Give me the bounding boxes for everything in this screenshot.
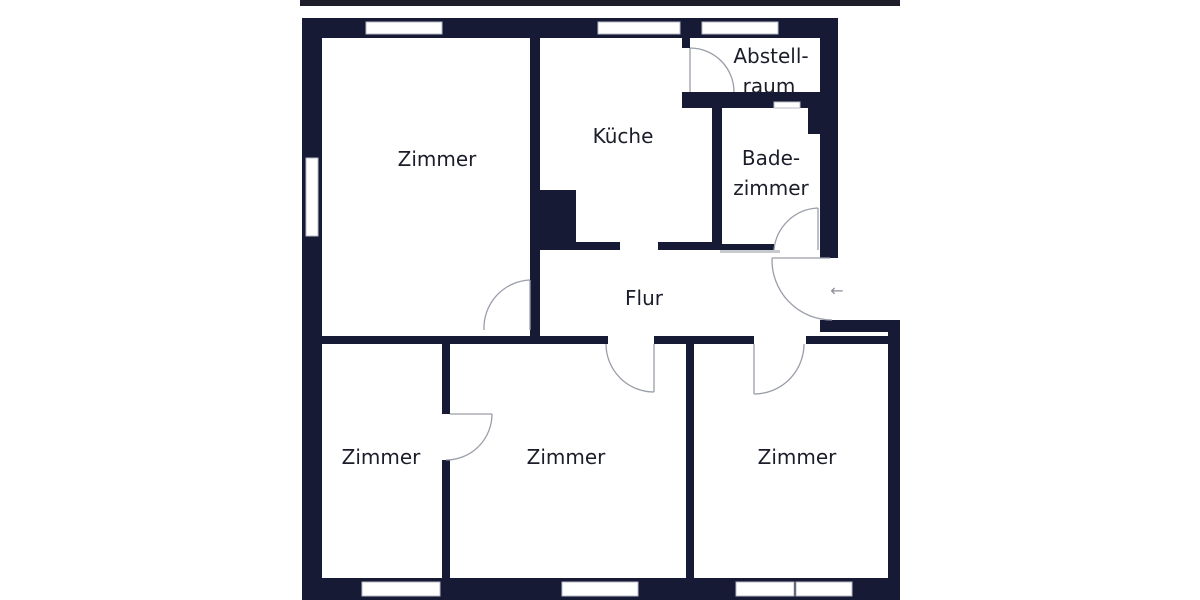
wall-bad-bottom [720, 244, 774, 250]
door-zimmer-bottom-middle [605, 343, 655, 393]
wall-mid-center [654, 336, 754, 344]
label-flur: Flur [625, 286, 664, 310]
window-bottom-left [361, 581, 441, 597]
wall-zimmer-kueche [530, 38, 540, 338]
windows [305, 21, 853, 597]
room-labels: Zimmer Küche Abstell- raum Bade- zimmer … [342, 44, 838, 469]
window-top-kueche [597, 21, 681, 35]
door-entrance [771, 257, 833, 321]
label-badezimmer-2: zimmer [733, 176, 809, 200]
label-zimmer-bottom-left: Zimmer [342, 445, 422, 469]
door-zimmer-bottom-right [753, 343, 805, 395]
label-zimmer-bottom-middle: Zimmer [527, 445, 607, 469]
window-bottom-right-a [735, 581, 795, 597]
outer-wall-left [302, 18, 322, 600]
wall-kueche-bottom-left [540, 242, 620, 250]
door-badezimmer [773, 207, 819, 251]
wall-kueche-bad [712, 108, 722, 250]
outer-wall-right-upper [820, 18, 838, 108]
wall-kueche-bottom-right [658, 242, 720, 250]
window-top-abstell [701, 21, 779, 35]
wall-mid-right [806, 336, 890, 344]
window-top-zimmer [365, 21, 443, 35]
outer-wall-right-bad2 [820, 130, 838, 258]
window-left-zimmer [305, 157, 319, 237]
window-bad-small [773, 101, 801, 109]
label-kueche: Küche [593, 124, 654, 148]
chimney [540, 190, 576, 248]
door-abstellraum [689, 47, 735, 93]
top-bar [300, 0, 900, 6]
threshold-marker [720, 250, 780, 253]
window-bottom-middle [561, 581, 639, 597]
wall-kueche-abstell [682, 38, 690, 48]
walls [302, 18, 900, 600]
wall-bottom-1 [442, 344, 450, 414]
label-zimmer-bottom-right: Zimmer [758, 445, 838, 469]
wall-bottom-2 [686, 344, 694, 580]
label-abstellraum-2: raum [743, 74, 796, 98]
wall-abstell-left [682, 92, 690, 108]
entrance-wall [820, 320, 900, 332]
doors [445, 47, 833, 461]
outer-wall-right-lower [888, 330, 900, 600]
wall-bottom-1b [442, 460, 450, 580]
wall-mid-left [322, 336, 608, 344]
label-badezimmer-1: Bade- [742, 146, 800, 170]
door-zimmer-top-left [483, 279, 531, 331]
door-bottom-left-middle [445, 413, 493, 461]
label-abstellraum-1: Abstell- [733, 44, 808, 68]
window-bottom-right-b [795, 581, 853, 597]
arrow-left-icon: ← [830, 281, 843, 300]
label-zimmer-top-left: Zimmer [398, 147, 478, 171]
